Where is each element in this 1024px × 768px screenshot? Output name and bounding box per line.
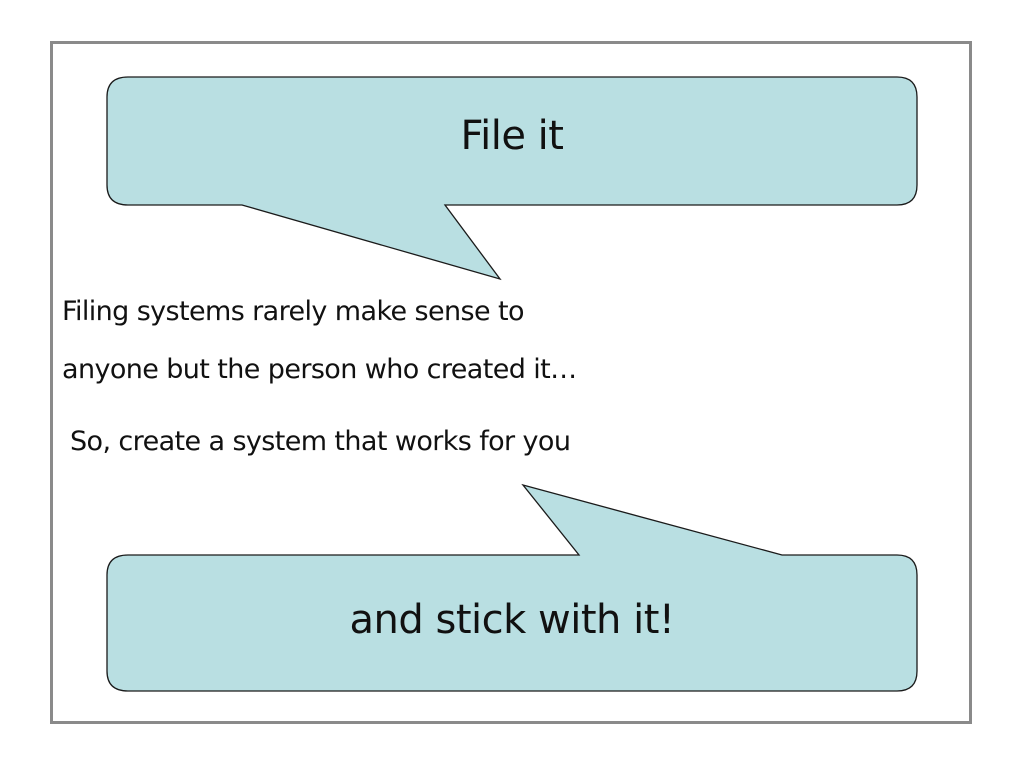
body-text-line-1: Filing systems rarely make sense to	[62, 296, 524, 327]
body-text-line-2: anyone but the person who created it…	[62, 354, 577, 385]
top-speech-bubble	[106, 76, 918, 281]
body-text-line-3: So, create a system that works for you	[70, 426, 571, 457]
bottom-speech-bubble	[106, 483, 918, 692]
bottom-bubble-text: and stick with it!	[349, 597, 675, 643]
top-bubble-text: File it	[460, 113, 564, 159]
